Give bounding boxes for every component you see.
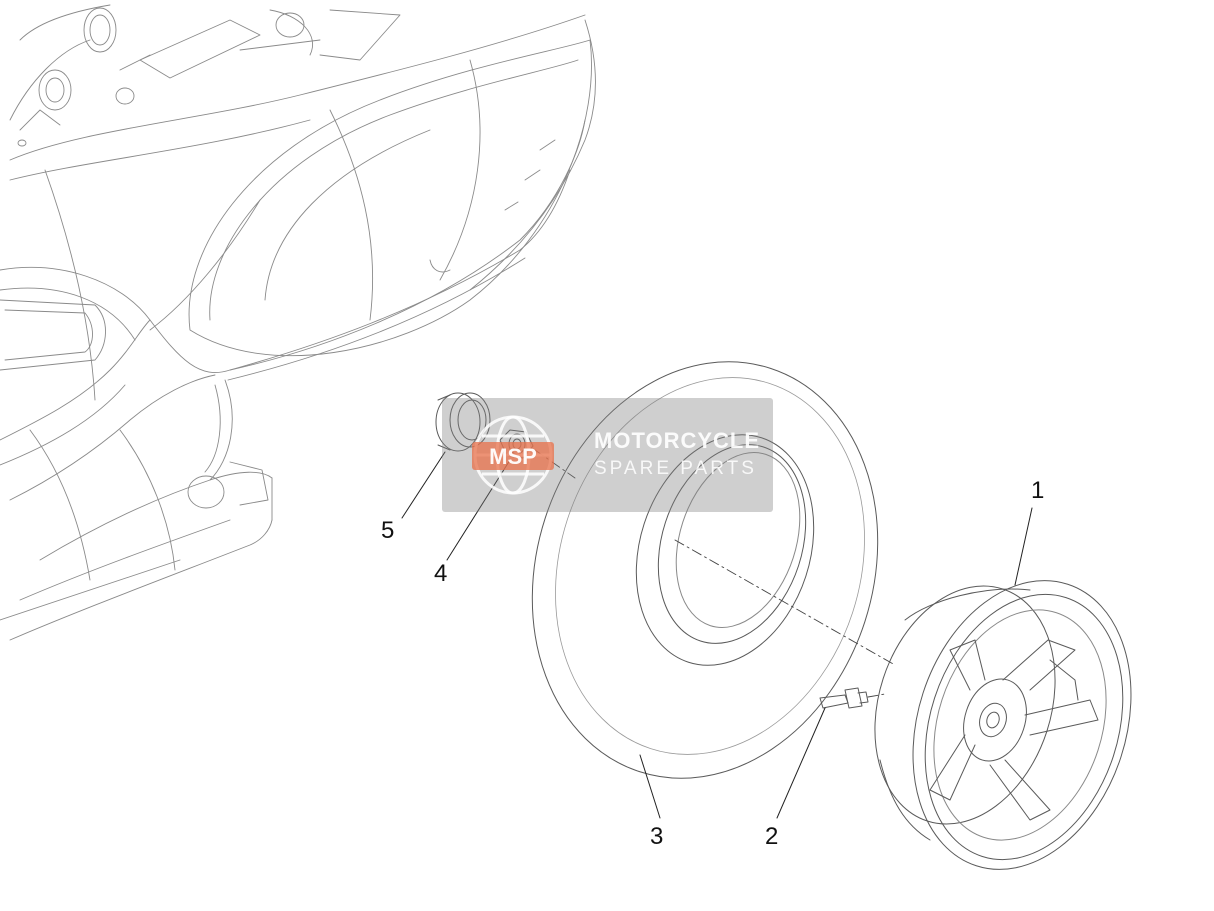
globe-logo-icon: MSP: [472, 415, 554, 495]
watermark-title: MOTORCYCLE: [594, 428, 761, 453]
wheel-rim: [874, 580, 1132, 870]
tyre-valve: [819, 687, 869, 709]
watermark: MSP MOTORCYCLE SPARE PARTS: [442, 398, 773, 512]
scooter-body: [0, 4, 596, 641]
callout-5: 5: [381, 517, 395, 544]
svg-text:MSP: MSP: [489, 444, 537, 469]
callout-2: 2: [765, 823, 779, 850]
callout-4: 4: [434, 560, 448, 587]
watermark-subtitle: SPARE PARTS: [594, 458, 757, 479]
hub-cap: [435, 392, 491, 452]
tyre: [531, 361, 879, 779]
callout-1: 1: [1031, 477, 1045, 504]
callout-3: 3: [650, 823, 664, 850]
